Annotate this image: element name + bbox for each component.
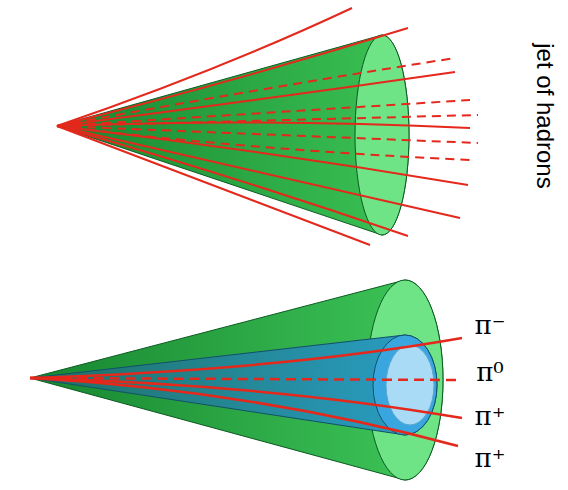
- track: [57, 28, 408, 126]
- pion-tracks: [30, 338, 462, 446]
- track: [57, 126, 408, 236]
- neutral-track: [57, 126, 478, 143]
- track: [57, 126, 460, 218]
- particle-label: π⁻: [475, 312, 506, 338]
- particle-label: π⁺: [475, 403, 506, 429]
- track: [30, 338, 462, 378]
- neutral-track: [57, 115, 478, 126]
- neutral-track: [57, 126, 470, 160]
- neutral-track: [57, 100, 470, 126]
- jet-cone: [57, 35, 409, 235]
- track: [30, 378, 458, 446]
- tau-cone: [30, 335, 437, 435]
- track: [57, 126, 468, 185]
- track: [57, 126, 370, 245]
- track: [57, 8, 352, 126]
- particle-label: π⁺: [475, 445, 506, 471]
- neutral-track: [57, 58, 455, 126]
- jet-label: jet of hadrons: [533, 43, 557, 188]
- hadron-tracks: [57, 8, 478, 245]
- track: [30, 378, 462, 418]
- particle-label: π⁰: [476, 359, 504, 385]
